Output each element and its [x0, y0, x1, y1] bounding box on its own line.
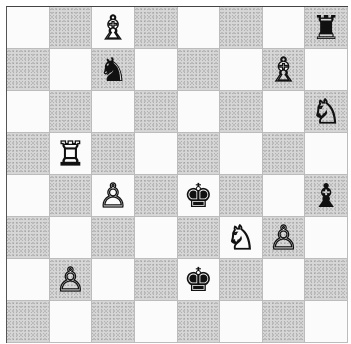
- white-pawn-icon[interactable]: ♙: [92, 179, 134, 212]
- square-g7[interactable]: ♗: [263, 49, 306, 91]
- square-f4[interactable]: [220, 175, 263, 217]
- square-h8[interactable]: ♜: [305, 7, 348, 49]
- square-c3[interactable]: [92, 217, 135, 259]
- white-rook-icon[interactable]: ♖: [50, 137, 92, 170]
- square-b7[interactable]: [50, 49, 93, 91]
- square-a5[interactable]: [7, 133, 50, 175]
- square-a2[interactable]: [7, 259, 50, 301]
- square-d4[interactable]: [135, 175, 178, 217]
- square-h3[interactable]: [305, 217, 348, 259]
- black-king-icon[interactable]: ♚: [178, 263, 220, 296]
- square-e6[interactable]: [178, 91, 221, 133]
- white-pawn-icon[interactable]: ♙: [50, 263, 92, 296]
- square-d1[interactable]: [135, 301, 178, 343]
- square-a7[interactable]: [7, 49, 50, 91]
- square-h5[interactable]: [305, 133, 348, 175]
- square-g5[interactable]: [263, 133, 306, 175]
- black-knight-icon[interactable]: ♞: [92, 53, 134, 86]
- square-h2[interactable]: [305, 259, 348, 301]
- square-d8[interactable]: [135, 7, 178, 49]
- square-b6[interactable]: [50, 91, 93, 133]
- square-e5[interactable]: [178, 133, 221, 175]
- square-b2[interactable]: ♙: [50, 259, 93, 301]
- white-pawn-icon[interactable]: ♙: [263, 221, 305, 254]
- square-d5[interactable]: [135, 133, 178, 175]
- white-knight-icon[interactable]: ♘: [305, 95, 347, 128]
- square-f2[interactable]: [220, 259, 263, 301]
- square-h6[interactable]: ♘: [305, 91, 348, 133]
- square-f1[interactable]: [220, 301, 263, 343]
- square-d7[interactable]: [135, 49, 178, 91]
- square-c7[interactable]: ♞: [92, 49, 135, 91]
- square-c6[interactable]: [92, 91, 135, 133]
- black-king-icon[interactable]: ♚: [178, 179, 220, 212]
- square-f5[interactable]: [220, 133, 263, 175]
- white-knight-icon[interactable]: ♘: [220, 221, 262, 254]
- square-f3[interactable]: ♘: [220, 217, 263, 259]
- square-f6[interactable]: [220, 91, 263, 133]
- square-c5[interactable]: [92, 133, 135, 175]
- black-bishop-icon[interactable]: ♝: [305, 179, 347, 212]
- square-b1[interactable]: [50, 301, 93, 343]
- white-bishop-icon[interactable]: ♗: [263, 53, 305, 86]
- square-e2[interactable]: ♚: [178, 259, 221, 301]
- square-d6[interactable]: [135, 91, 178, 133]
- square-e1[interactable]: [178, 301, 221, 343]
- square-a8[interactable]: [7, 7, 50, 49]
- square-e7[interactable]: [178, 49, 221, 91]
- square-c2[interactable]: [92, 259, 135, 301]
- square-a4[interactable]: [7, 175, 50, 217]
- square-d3[interactable]: [135, 217, 178, 259]
- square-b8[interactable]: [50, 7, 93, 49]
- square-b3[interactable]: [50, 217, 93, 259]
- square-e3[interactable]: [178, 217, 221, 259]
- square-e4[interactable]: ♚: [178, 175, 221, 217]
- square-a3[interactable]: [7, 217, 50, 259]
- square-b5[interactable]: ♖: [50, 133, 93, 175]
- square-b4[interactable]: [50, 175, 93, 217]
- square-g1[interactable]: [263, 301, 306, 343]
- square-c1[interactable]: [92, 301, 135, 343]
- square-h4[interactable]: ♝: [305, 175, 348, 217]
- square-g4[interactable]: [263, 175, 306, 217]
- square-g8[interactable]: [263, 7, 306, 49]
- square-f7[interactable]: [220, 49, 263, 91]
- square-c4[interactable]: ♙: [92, 175, 135, 217]
- square-c8[interactable]: ♗: [92, 7, 135, 49]
- square-h7[interactable]: [305, 49, 348, 91]
- white-bishop-icon[interactable]: ♗: [92, 11, 134, 44]
- square-e8[interactable]: [178, 7, 221, 49]
- square-g2[interactable]: [263, 259, 306, 301]
- square-a1[interactable]: [7, 301, 50, 343]
- square-f8[interactable]: [220, 7, 263, 49]
- square-g6[interactable]: [263, 91, 306, 133]
- square-h1[interactable]: [305, 301, 348, 343]
- square-g3[interactable]: ♙: [263, 217, 306, 259]
- black-rook-icon[interactable]: ♜: [305, 11, 347, 44]
- chess-board: ♗♜♞♗♘♖♙♚♝♘♙♙♚: [6, 6, 348, 343]
- square-d2[interactable]: [135, 259, 178, 301]
- square-a6[interactable]: [7, 91, 50, 133]
